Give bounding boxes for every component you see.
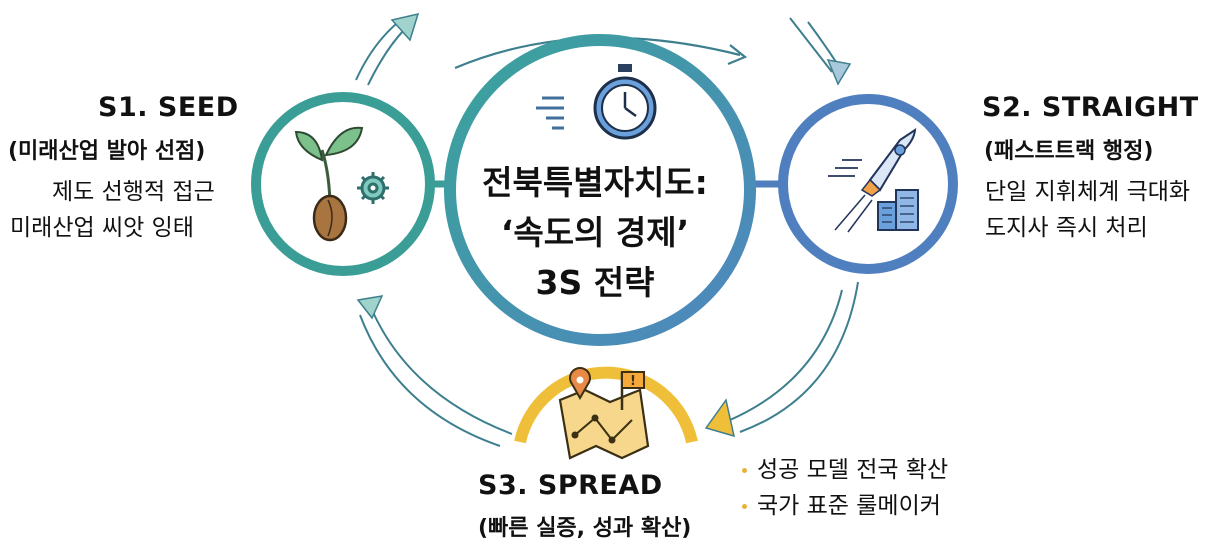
straight-desc-2: 도지사 즉시 처리: [985, 215, 1148, 241]
spread-bullet-1-text: 성공 모델 전국 확산: [757, 457, 949, 483]
center-title-line3: 3S 전략: [535, 263, 655, 302]
seed-circle: [251, 92, 435, 276]
cycle-arrow-left-bottom: [359, 309, 513, 447]
bullet-dot-icon: [742, 503, 747, 509]
cycle-arrow-right-top: [789, 17, 837, 73]
seed-desc-1: 제도 선행적 접근: [52, 179, 215, 205]
arrowhead-left-bottom: [356, 295, 384, 320]
arrowhead-right-top: [826, 59, 852, 86]
svg-text:!: !: [630, 374, 636, 389]
center-circle: [444, 34, 756, 346]
cycle-arrow-left-top: [355, 23, 405, 86]
cycle-arrow-right-bottom: [729, 281, 859, 433]
spread-title: S3. SPREAD: [478, 470, 663, 501]
spread-bullet-list: 성공 모델 전국 확산 국가 표준 룰메이커: [742, 452, 948, 524]
rocket-icon: [828, 127, 917, 233]
straight-title: S2. STRAIGHT: [982, 92, 1199, 123]
arrowhead-right-bottom: [704, 398, 736, 438]
arrowhead-left-top: [390, 12, 420, 42]
sprout-seed-icon: [294, 126, 364, 242]
bullet-dot-icon: [742, 467, 747, 473]
location-pin-icon: [569, 367, 591, 401]
spread-arc: [514, 366, 698, 444]
gear-icon: [357, 172, 389, 204]
center-circle-inner: [458, 48, 742, 332]
seed-desc-2: 미래산업 씨앗 잉태: [10, 215, 194, 241]
seed-title: S1. SEED: [98, 92, 239, 123]
seed-subtitle: (미래산업 발아 선점): [8, 139, 206, 164]
flag-icon: !: [620, 371, 645, 410]
spread-bullet-2-text: 국가 표준 룰메이커: [757, 493, 941, 519]
map-route-icon: [558, 388, 650, 460]
center-title-block: 전북특별자치도: ‘속도의 경제’ 3S 전략: [440, 158, 750, 308]
spread-subtitle: (빠른 실증, 성과 확산): [478, 516, 692, 541]
spread-bullet-1: 성공 모델 전국 확산: [742, 452, 948, 488]
straight-subtitle: (패스트트랙 행정): [984, 139, 1154, 164]
stopwatch-icon: [536, 64, 657, 140]
spread-bullet-2: 국가 표준 룰메이커: [742, 488, 948, 524]
center-title-line1: 전북특별자치도:: [482, 163, 708, 202]
building-icon: [877, 189, 919, 231]
straight-desc-1: 단일 지휘체계 극대화: [985, 179, 1191, 205]
center-title-line2: ‘속도의 경제’: [500, 213, 690, 252]
